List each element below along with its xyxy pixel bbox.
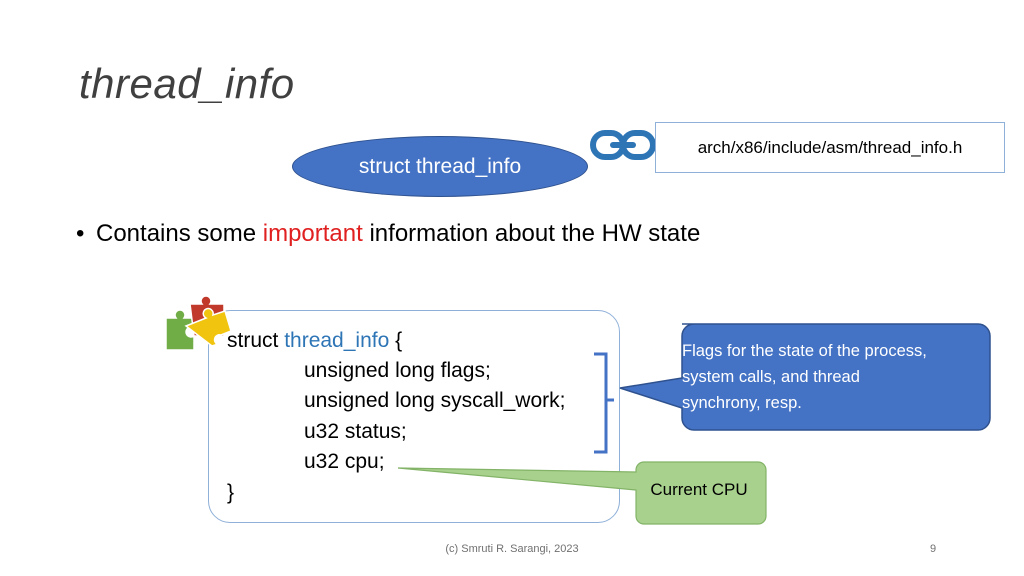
code-line-struct: struct thread_info { <box>227 326 402 356</box>
code-field-syscall-work: unsigned long syscall_work; <box>304 389 566 412</box>
code-open-brace: { <box>389 329 403 352</box>
code-struct-name: thread_info <box>284 329 390 352</box>
code-box <box>208 310 620 523</box>
puzzle-icon <box>165 296 232 351</box>
struct-oval-label: struct thread_info <box>358 154 522 178</box>
code-keyword-struct: struct <box>227 329 285 352</box>
file-path-text: arch/x86/include/asm/thread_info.h <box>697 137 963 157</box>
code-closing-brace: } <box>227 481 235 504</box>
bullet-highlight: important <box>262 220 363 247</box>
struct-oval: struct thread_info <box>292 136 588 197</box>
code-field-cpu: u32 cpu; <box>304 450 385 473</box>
callout-cpu-shape <box>397 461 767 525</box>
code-field-flags: unsigned long flags; <box>304 359 491 382</box>
page-number: 9 <box>930 543 937 555</box>
callout-flags-line: synchrony, resp. <box>682 394 802 412</box>
code-field-status: u32 status; <box>304 420 407 443</box>
bullet-text-after: information about the HW state <box>362 220 701 247</box>
callout-flags-shape <box>619 323 991 431</box>
callout-cpu: Current CPU <box>650 480 748 499</box>
slide-title: thread_info <box>79 60 295 107</box>
callout-flags-line: system calls, and thread <box>682 368 860 386</box>
bullet-dot: • <box>76 220 85 247</box>
callout-flags-line: Flags for the state of the process, <box>682 342 927 360</box>
bullet-point: • Contains some important information abo… <box>76 220 700 248</box>
curly-bracket <box>594 352 614 454</box>
callout-flags: Flags for the state of the process, syst… <box>682 338 982 416</box>
bullet-text-before: Contains some <box>96 220 263 247</box>
footer-copyright: (c) Smruti R. Sarangi, 2023 <box>445 543 579 555</box>
file-path-box[interactable]: arch/x86/include/asm/thread_info.h <box>655 122 1005 173</box>
link-icon <box>590 130 656 160</box>
